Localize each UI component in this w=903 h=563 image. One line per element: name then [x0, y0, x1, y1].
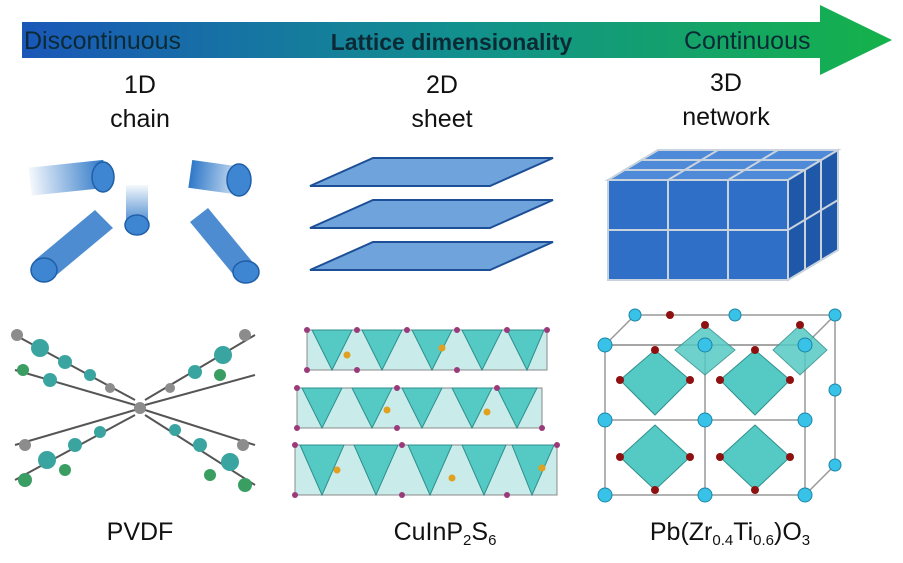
tube-bottom-left [30, 210, 113, 283]
caption-pzt-sub2: 0.6 [753, 532, 774, 549]
cube-3d-diagram [604, 148, 842, 282]
lead-atoms [597, 308, 842, 503]
column-2d-type: sheet [411, 105, 473, 133]
sheet-bottom [309, 241, 554, 271]
column-1d-type: chain [110, 105, 170, 133]
arrow-right-label: Continuous [684, 27, 811, 55]
arrow-left-label: Discontinuous [24, 27, 182, 55]
tube-center [124, 185, 150, 236]
caption-pvdf-text: PVDF [106, 518, 174, 546]
layer-top [306, 329, 548, 372]
tube-bottom-right [190, 208, 260, 284]
dimensionality-arrow: Discontinuous Lattice dimensionality Con… [0, 0, 903, 75]
pvdf-structure [11, 329, 256, 492]
caption-pzt: Pb(Zr0.4Ti0.6)O3 [610, 518, 850, 549]
sheet-middle [309, 199, 554, 229]
copper-atoms [333, 344, 546, 482]
pvdf-atoms [11, 329, 252, 492]
column-3d-type: network [682, 103, 770, 131]
sulfur-atoms [292, 327, 560, 498]
caption-pzt-part1: Pb(Zr [649, 518, 713, 546]
caption-cuinp2s6-sub2: 6 [488, 532, 497, 549]
caption-cuinp2s6-sub1: 2 [463, 532, 472, 549]
column-2d-dimension: 2D [426, 71, 458, 99]
column-3d-title: 3D network [646, 66, 806, 134]
caption-cuinp2s6: CuInP2S6 [340, 518, 550, 549]
caption-cuinp2s6-part1: CuInP [393, 518, 464, 546]
tube-top-left [28, 159, 115, 196]
caption-pzt-part3: )O [774, 518, 802, 546]
caption-pvdf: PVDF [60, 518, 220, 547]
tube-top-right [188, 159, 252, 197]
caption-cuinp2s6-part2: S [471, 518, 489, 546]
oxygen-atoms [616, 311, 804, 494]
arrow-center-label: Lattice dimensionality [330, 29, 573, 55]
tubes-1d-diagram [28, 159, 260, 284]
column-3d-dimension: 3D [710, 69, 742, 97]
column-1d-title: 1D chain [60, 68, 220, 136]
caption-pzt-part2: Ti [733, 518, 754, 546]
cuinp2s6-structure [292, 327, 560, 498]
sheet-top [309, 157, 554, 187]
perovskite-structure [597, 308, 842, 503]
column-2d-title: 2D sheet [362, 68, 522, 136]
caption-pzt-sub3: 3 [801, 532, 811, 549]
layer-middle [296, 387, 543, 430]
arrow-shape [22, 5, 892, 75]
caption-pzt-sub1: 0.4 [712, 532, 734, 549]
sheets-2d-diagram [309, 157, 554, 271]
column-1d-dimension: 1D [124, 71, 156, 99]
